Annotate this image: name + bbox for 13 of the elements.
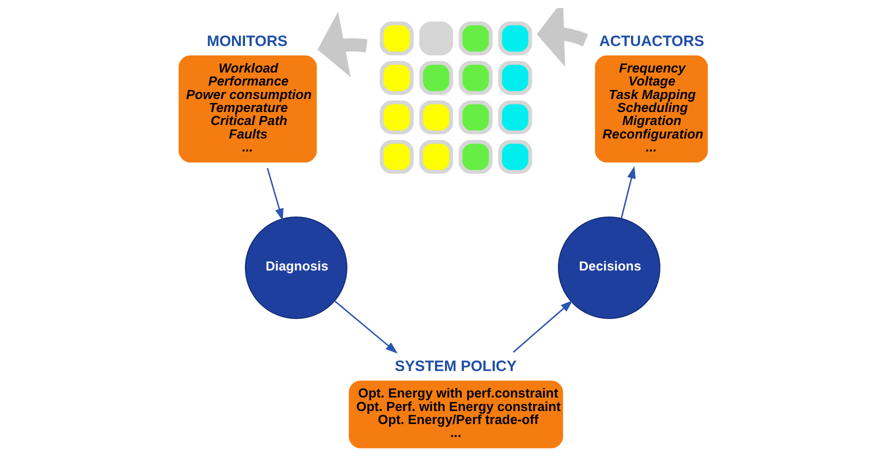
node-circle: Diagnosis	[244, 216, 348, 320]
arrow	[318, 12, 368, 78]
arrow	[266, 168, 284, 221]
node-label: MONITORS	[206, 32, 288, 50]
node-label: SYSTEM POLICY	[394, 358, 517, 375]
node-label: ACTUACTORS	[599, 32, 704, 50]
node-circle: Decisions	[558, 216, 660, 320]
arrow	[620, 166, 636, 218]
node-box: Workload Performance Power consumption Temperature Critical Path Faults ...	[178, 55, 317, 162]
node-box: Opt. Energy with perf.constraint Opt. Perf. with Energy constraint Opt. Energy/Perf trade-off ...	[348, 380, 564, 448]
arrow	[512, 300, 573, 353]
node-box: Frequency Voltage Task Mapping Scheduling Migration Reconfiguration ...	[595, 55, 708, 162]
arrow	[334, 300, 398, 354]
